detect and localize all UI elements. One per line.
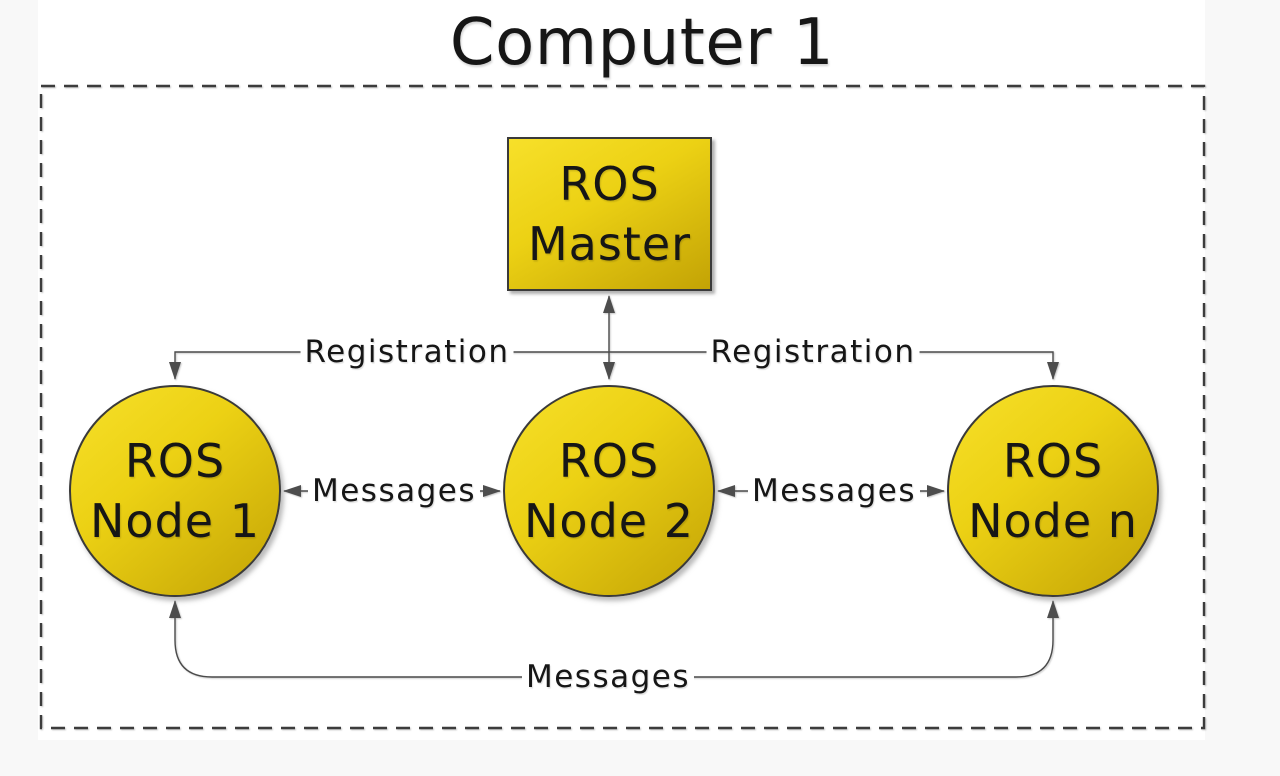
node-ros-node2: ROS Node 2: [503, 385, 715, 597]
node2-label-line2: Node 2: [524, 494, 694, 548]
diagram-canvas: [38, 0, 1205, 740]
node1-label-line2: Node 1: [90, 494, 260, 548]
edge-label-messages-right: Messages: [747, 474, 921, 508]
node2-label-line1: ROS: [558, 434, 660, 488]
master-label-line2: Master: [527, 217, 692, 271]
noden-label-line2: Node n: [968, 494, 1138, 548]
edge-label-messages-bottom: Messages: [521, 660, 695, 694]
edge-label-registration-right: Registration: [706, 335, 920, 369]
master-label-line1: ROS: [559, 157, 660, 211]
edge-label-registration-left: Registration: [300, 335, 514, 369]
node1-label-line1: ROS: [124, 434, 226, 488]
edge-label-messages-left: Messages: [307, 474, 481, 508]
node-ros-noden: ROS Node n: [947, 385, 1159, 597]
noden-label-line1: ROS: [1002, 434, 1104, 488]
node-ros-master: ROS Master: [507, 137, 712, 291]
diagram-title: Computer 1: [449, 6, 835, 80]
node-ros-node1: ROS Node 1: [69, 385, 281, 597]
